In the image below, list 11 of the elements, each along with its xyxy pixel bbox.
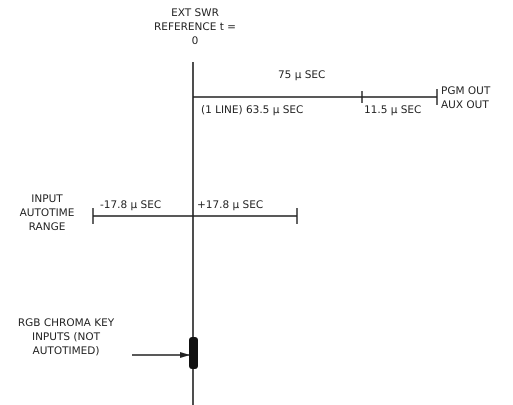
range-label: INPUT AUTOTIME RANGE: [4, 192, 90, 234]
duration-label: 11.5 μ SEC: [364, 104, 422, 117]
duration-label: 75 μ SEC: [278, 69, 326, 82]
input-bar: [189, 337, 198, 369]
arrow: [132, 352, 190, 358]
duration-label: -17.8 μ SEC: [100, 199, 162, 212]
duration-label: (1 LINE) 63.5 μ SEC: [201, 104, 304, 117]
duration-label: +17.8 μ SEC: [197, 199, 264, 212]
reference-label: EXT SWR REFERENCE t = 0: [150, 6, 240, 48]
output-label: PGM OUT AUX OUT: [441, 84, 511, 112]
input-label: RGB CHROMA KEY INPUTS (NOT AUTOTIMED): [0, 316, 132, 358]
